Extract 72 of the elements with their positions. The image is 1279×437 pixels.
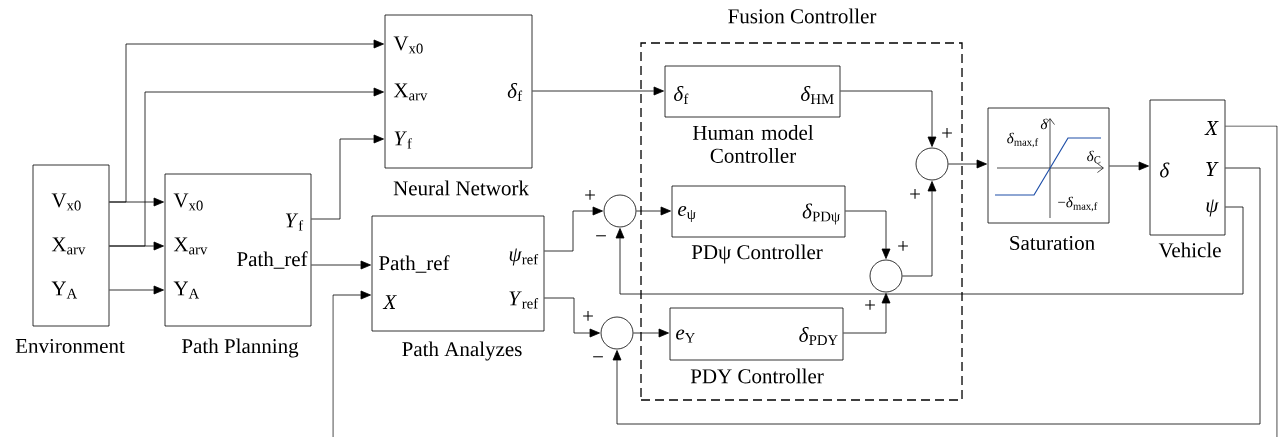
port-label: Y$_{f}$ (394, 131, 412, 149)
arrow (544, 297, 600, 338)
port-label: Y$_{A}$ (173, 281, 200, 299)
sign-label: + (898, 241, 908, 251)
block-caption: Path Analyzes (402, 341, 522, 361)
port-label: δ$_{HM}$ (801, 86, 834, 104)
sign-label: + (585, 190, 595, 200)
port-label: Path_ref (237, 251, 308, 269)
port-label: δ$_{f}$ (674, 86, 689, 104)
block-caption: PDY Controller (690, 368, 824, 384)
arrow (311, 260, 371, 270)
port-label: ψ (1206, 199, 1219, 217)
connector-line (1225, 125, 1278, 437)
arrow (109, 87, 384, 247)
port-label: X$_{arv}$ (173, 237, 208, 255)
arrow (612, 167, 1261, 425)
block-caption: Environment (15, 338, 125, 354)
arrow (902, 181, 937, 277)
arrow (332, 290, 371, 437)
port-label: Y$_{ref}$ (509, 291, 539, 309)
summing-junction (603, 194, 637, 228)
sign-label: + (583, 311, 593, 321)
summing-junction (869, 259, 903, 293)
sign-label: − (596, 235, 606, 237)
port-label: V$_{x0}$ (51, 193, 81, 211)
block-caption: Vehicle (1158, 242, 1221, 258)
port-label: X$_{arv}$ (51, 237, 86, 255)
arrow (843, 293, 891, 334)
arrow (311, 134, 384, 220)
port-label: e$_{ψ}$ (678, 205, 696, 223)
block-caption: Saturation (1010, 235, 1095, 251)
arrow (845, 210, 891, 259)
sign-label: − (593, 356, 603, 358)
sign-label: + (910, 189, 920, 199)
arrow (109, 285, 164, 295)
port-label: X (382, 295, 397, 309)
arrow (633, 328, 669, 338)
port-label: δ (1160, 162, 1170, 178)
block-caption: Path Planning (182, 338, 299, 358)
arrow (1109, 161, 1149, 171)
port-label: ψ$_{ref}$ (509, 248, 539, 266)
port-label: Y (1206, 162, 1219, 176)
sign-label: + (865, 300, 875, 310)
sign-label: + (942, 128, 952, 138)
block-caption: PDψ Controller (691, 244, 823, 264)
arrow (636, 206, 671, 216)
group-title: Fusion Controller (728, 8, 877, 24)
axis-label: −δ$_{max,f}$ (1058, 196, 1098, 212)
block-caption: Neural Network (393, 180, 529, 196)
arrow (948, 159, 987, 169)
port-label: Y$_{f}$ (285, 213, 304, 231)
axis-label: δ$_{max,f}$ (1007, 132, 1039, 148)
port-label: X (1204, 121, 1219, 135)
port-label: X$_{arv}$ (393, 83, 428, 101)
port-label: Path_ref (379, 255, 450, 273)
port-label: δ$_{PDY}$ (799, 327, 838, 345)
axis-label: δ (1040, 118, 1048, 130)
port-label: e$_{Y}$ (676, 329, 695, 343)
arrow (532, 86, 664, 96)
arrow (615, 206, 1244, 295)
block-caption: Human model Controller (692, 125, 814, 163)
port-label: V$_{x0}$ (173, 193, 203, 211)
arrow (544, 206, 603, 252)
axis-label: δ$_{C}$ (1087, 150, 1101, 164)
port-label: δ$_{PDψ}$ (802, 203, 840, 225)
summing-junction (600, 316, 634, 350)
port-label: Y$_{A}$ (51, 281, 78, 299)
summing-junction (915, 147, 949, 181)
arrow (840, 90, 937, 147)
arrow (109, 39, 384, 203)
port-label: V$_{x0}$ (393, 36, 423, 54)
port-label: δ$_{f}$ (507, 83, 523, 101)
